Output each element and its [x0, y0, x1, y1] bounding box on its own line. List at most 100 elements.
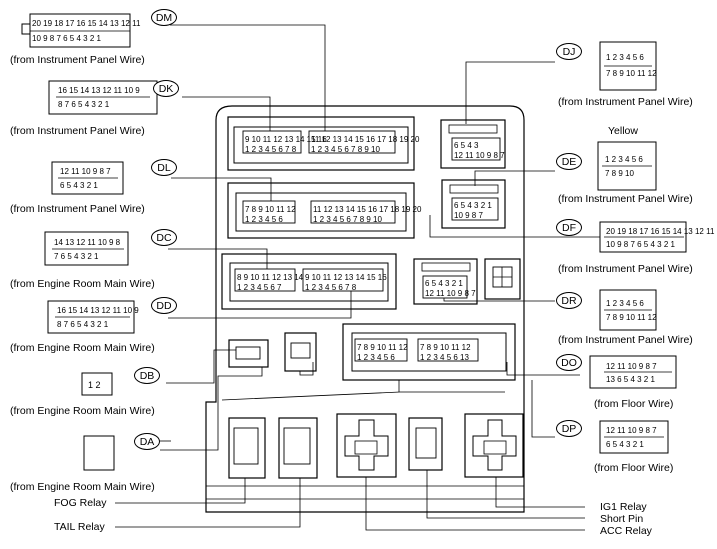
jb-dp-top: 7 8 9 10 11 12: [357, 343, 408, 352]
code-dp: DP: [556, 420, 582, 437]
de-bottom-pins: 7 8 9 10: [605, 169, 634, 178]
dm-top-pins: 20 19 18 17 16 15 14 13 12 11: [32, 19, 141, 28]
jb-dk-top: 9 10 11 12 13 14 15 16: [245, 135, 327, 144]
code-dl: DL: [151, 159, 177, 176]
fog-relay-socket: [228, 417, 266, 479]
code-dc: DC: [151, 229, 177, 246]
do-bottom-pins: 13 6 5 4 3 2 1: [606, 375, 655, 384]
socket-dp-do: [342, 323, 516, 381]
dd-top-pins: 16 15 14 13 12 11 10 9: [57, 306, 139, 315]
dk-top-pins: 16 15 14 13 12 11 10 9: [58, 86, 140, 95]
jb-dj-bot: 12 11 10 9 8 7: [454, 151, 505, 160]
dp-top-pins: 12 11 10 9 8 7: [606, 426, 657, 435]
label-dr: (from Instrument Panel Wire): [558, 334, 693, 346]
jb-dk-bot: 1 2 3 4 5 6 7 8: [245, 145, 297, 154]
jb-dc-bot: 1 2 3 4 5 6 7: [237, 283, 282, 292]
db-pins: 1 2: [88, 380, 101, 390]
label-dd: (from Engine Room Main Wire): [10, 342, 155, 354]
label-df: (from Instrument Panel Wire): [558, 263, 693, 275]
label-do: (from Floor Wire): [594, 398, 674, 410]
dm-face: [29, 13, 131, 48]
acc-relay-socket: [336, 413, 397, 478]
df-top-pins: 20 19 18 17 16 15 14 13 12 11: [606, 227, 715, 236]
code-dd: DD: [151, 297, 177, 314]
label-db: (from Engine Room Main Wire): [10, 405, 155, 417]
socket-db: [228, 339, 269, 368]
dc-face: [44, 231, 129, 266]
jb-dd-top: 9 10 11 12 13 14 15 16: [305, 273, 387, 282]
socket-dj: [440, 119, 506, 169]
label-fog-relay: FOG Relay: [54, 497, 107, 509]
dr-bottom-pins: 7 8 9 10 11 12: [606, 313, 657, 322]
label-tail-relay: TAIL Relay: [54, 521, 105, 533]
code-dr: DR: [556, 292, 582, 309]
label-de-color: Yellow: [608, 125, 638, 137]
label-dk: (from Instrument Panel Wire): [10, 125, 145, 137]
dl-bottom-pins: 6 5 4 3 2 1: [60, 181, 98, 190]
jb-de-top: 6 5 4 3 2 1: [454, 201, 492, 210]
label-dl: (from Instrument Panel Wire): [10, 203, 145, 215]
dj-bottom-pins: 7 8 9 10 11 12: [606, 69, 657, 78]
socket-de: [441, 179, 506, 229]
short-pin-socket: [408, 417, 443, 471]
code-da: DA: [134, 433, 160, 450]
dl-top-pins: 12 11 10 9 8 7: [60, 167, 111, 176]
dd-bottom-pins: 8 7 6 5 4 3 2 1: [57, 320, 109, 329]
jb-dm-bot: 1 2 3 4 5 6 7 8 9 10: [311, 145, 380, 154]
da-face: [83, 435, 115, 471]
code-dj: DJ: [556, 43, 582, 60]
dc-top-pins: 14 13 12 11 10 9 8: [54, 238, 121, 247]
dk-face: [48, 80, 158, 115]
dj-top-pins: 1 2 3 4 5 6: [606, 53, 644, 62]
label-dj: (from Instrument Panel Wire): [558, 96, 693, 108]
label-dc: (from Engine Room Main Wire): [10, 278, 155, 290]
dc-bottom-pins: 7 6 5 4 3 2 1: [54, 252, 99, 261]
df-bottom-pins: 10 9 8 7 6 5 4 3 2 1: [606, 240, 675, 249]
code-db: DB: [134, 367, 160, 384]
jb-dd-bot: 1 2 3 4 5 6 7 8: [305, 283, 357, 292]
jb-dl-top: 7 8 9 10 11 12: [245, 205, 296, 214]
ig1-relay-socket: [464, 413, 524, 478]
do-top-pins: 12 11 10 9 8 7: [606, 362, 657, 371]
jb-dr-bot: 12 11 10 9 8 7: [425, 289, 476, 298]
code-dm: DM: [151, 9, 177, 26]
dp-bottom-pins: 6 5 4 3 2 1: [606, 440, 644, 449]
label-ig1-relay: IG1 Relay: [600, 501, 647, 513]
jb-dr-top: 6 5 4 3 2 1: [425, 279, 463, 288]
socket-dr: [413, 258, 478, 305]
jb-do-bot: 1 2 3 4 5 6 13: [420, 353, 469, 362]
dr-top-pins: 1 2 3 4 5 6: [606, 299, 644, 308]
dk-bottom-pins: 8 7 6 5 4 3 2 1: [58, 100, 110, 109]
socket-dc-dd: [221, 253, 397, 310]
code-dk: DK: [153, 80, 179, 97]
jb-dp-bot: 1 2 3 4 5 6: [357, 353, 395, 362]
jb-df-bot: 1 2 3 4 5 6 7 8 9 10: [313, 215, 382, 224]
jb-dm-top: 11 12 13 14 15 16 17 18 19 20: [311, 135, 420, 144]
db-face: [81, 372, 113, 396]
label-de: (from Instrument Panel Wire): [558, 193, 693, 205]
junction-block-outline: [205, 105, 525, 513]
label-dm: (from Instrument Panel Wire): [10, 54, 145, 66]
jb-de-bot: 10 9 8 7: [454, 211, 483, 220]
tail-relay-socket: [278, 417, 318, 479]
jb-dj-top: 6 5 4 3: [454, 141, 479, 150]
label-acc-relay: ACC Relay: [600, 525, 652, 537]
jb-df-top: 11 12 13 14 15 16 17 18 19 20: [313, 205, 422, 214]
label-da: (from Engine Room Main Wire): [10, 481, 155, 493]
jb-dc-top: 8 9 10 11 12 13 14: [237, 273, 304, 282]
dm-bottom-pins: 10 9 8 7 6 5 4 3 2 1: [32, 34, 101, 43]
jb-dl-bot: 1 2 3 4 5 6: [245, 215, 283, 224]
socket-da: [284, 332, 317, 372]
code-df: DF: [556, 219, 582, 236]
jb-do-top: 7 8 9 10 11 12: [420, 343, 471, 352]
label-dp: (from Floor Wire): [594, 462, 674, 474]
socket-dl: [227, 182, 415, 239]
code-do: DO: [556, 354, 582, 371]
code-de: DE: [556, 153, 582, 170]
socket-dm-dk: [227, 116, 415, 171]
socket-small: [484, 258, 521, 300]
label-short-pin: Short Pin: [600, 513, 644, 525]
de-top-pins: 1 2 3 4 5 6: [605, 155, 643, 164]
